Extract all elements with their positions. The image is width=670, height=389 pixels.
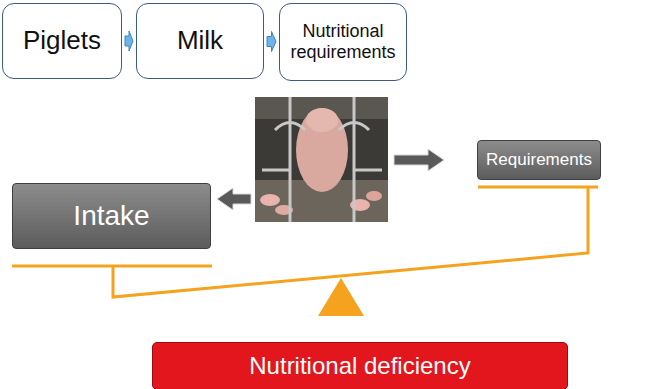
grey-arrow — [217, 188, 251, 210]
flow-arrow — [125, 31, 133, 51]
fulcrum-triangle — [318, 278, 364, 316]
box-label: Nutritional deficiency — [249, 352, 470, 380]
grey-arrow — [394, 149, 444, 171]
intake-box: Intake — [12, 183, 211, 249]
flow-arrow — [267, 32, 276, 52]
box-label: Intake — [73, 200, 149, 232]
process-box: Piglets — [2, 3, 122, 79]
box-label: Requirements — [486, 150, 592, 170]
box-label: Piglets — [23, 26, 101, 56]
result-box: Nutritional deficiency — [152, 342, 568, 389]
requirements-box: Requirements — [477, 140, 601, 180]
box-label: Nutritional requirements — [288, 21, 398, 62]
process-box: Milk — [136, 3, 264, 79]
process-box: Nutritional requirements — [279, 3, 407, 81]
sow-photo — [255, 97, 388, 222]
box-label: Milk — [177, 26, 223, 56]
